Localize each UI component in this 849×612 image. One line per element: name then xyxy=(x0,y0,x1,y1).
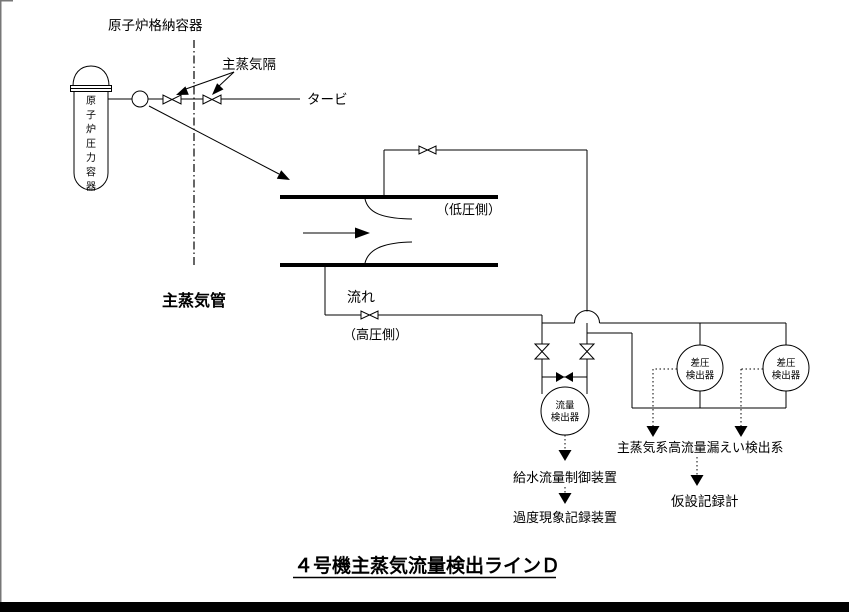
flow-detector-manifold: 流量 検出器 xyxy=(533,343,596,436)
flow-arrow-icon xyxy=(355,227,370,239)
vessel-label: 原子炉圧力容器 xyxy=(86,95,96,193)
arrow-down-icon xyxy=(558,493,572,504)
msiv-valve-icon xyxy=(162,94,182,105)
detail-leader-line xyxy=(148,105,280,175)
arrow-down-icon xyxy=(558,450,572,461)
arrow-down-icon xyxy=(734,426,748,437)
msiv-valve-icon xyxy=(202,94,222,105)
dp-detector-label: 検出器 xyxy=(772,370,801,382)
flow-label: 流れ xyxy=(347,290,375,306)
dp-detector-icon xyxy=(762,344,810,392)
msiv-callout: 主蒸気隔 xyxy=(176,57,276,95)
turbine-label: タービ xyxy=(307,92,348,108)
equalizing-valve-icon xyxy=(556,372,565,382)
pipe-wall-top xyxy=(280,195,498,199)
low-pressure-sensing-line xyxy=(383,145,786,409)
low-pressure-side-label: （低圧側） xyxy=(436,203,501,218)
diagram-title: ４号機主蒸気流量検出ラインＤ xyxy=(294,554,560,577)
root-valve-icon xyxy=(533,343,551,360)
leak-detection-system-label: 主蒸気系高流量漏えい検出系 xyxy=(617,440,783,456)
feedwater-controller-label: 給水流量制御装置 xyxy=(513,471,617,486)
flow-element-icon xyxy=(131,90,149,108)
dp-detector-label: 差圧 xyxy=(690,357,710,369)
dp-detector-label: 差圧 xyxy=(776,357,796,369)
msiv-label: 主蒸気隔 xyxy=(222,57,276,73)
isolation-valve-icon xyxy=(360,310,379,320)
line-hop xyxy=(574,310,600,324)
reactor-vessel: 原子炉圧力容器 xyxy=(70,65,112,193)
arrow-icon xyxy=(176,86,189,95)
flow-detector-label: 検出器 xyxy=(551,412,580,424)
transient-recorder-label: 過度現象記録装置 xyxy=(513,510,617,526)
vessel-body xyxy=(73,91,109,191)
dp-detector-assembly: 差圧 検出器 差圧 検出器 xyxy=(676,323,810,408)
temporary-recorder-label: 仮設記録計 xyxy=(671,493,739,510)
main-steam-line: タービ xyxy=(108,90,348,108)
nozzle-curve-lower xyxy=(364,241,413,264)
isolation-valve-icon xyxy=(418,145,437,155)
top-border-segment xyxy=(0,0,13,2)
vessel-dome xyxy=(72,65,110,87)
arrow-icon xyxy=(212,83,224,95)
arrow-down-icon xyxy=(690,475,704,486)
arrow-down-icon xyxy=(646,426,660,437)
left-border-line xyxy=(0,0,2,603)
flow-detector-label: 流量 xyxy=(555,400,575,412)
arrow-icon xyxy=(276,170,290,180)
pipe-wall-bottom xyxy=(280,263,498,267)
high-pressure-sensing-line xyxy=(324,267,786,344)
root-valve-icon xyxy=(578,343,596,360)
leader-line xyxy=(217,71,235,88)
venturi-detail: （低圧側） 流れ （高圧側） xyxy=(280,195,501,343)
containment-label: 原子炉格納容器 xyxy=(108,17,203,34)
bottom-border-bar xyxy=(0,602,849,612)
leader-line xyxy=(182,71,235,91)
equalizing-valve-icon xyxy=(564,372,573,382)
main-steam-pipe-label: 主蒸気管 xyxy=(162,291,226,310)
high-pressure-side-label: （高圧側） xyxy=(343,327,408,343)
signal-lines xyxy=(564,368,763,493)
dp-detector-label: 検出器 xyxy=(686,370,715,382)
nozzle-curve-upper xyxy=(364,198,413,220)
dp-detector-icon xyxy=(676,344,724,392)
